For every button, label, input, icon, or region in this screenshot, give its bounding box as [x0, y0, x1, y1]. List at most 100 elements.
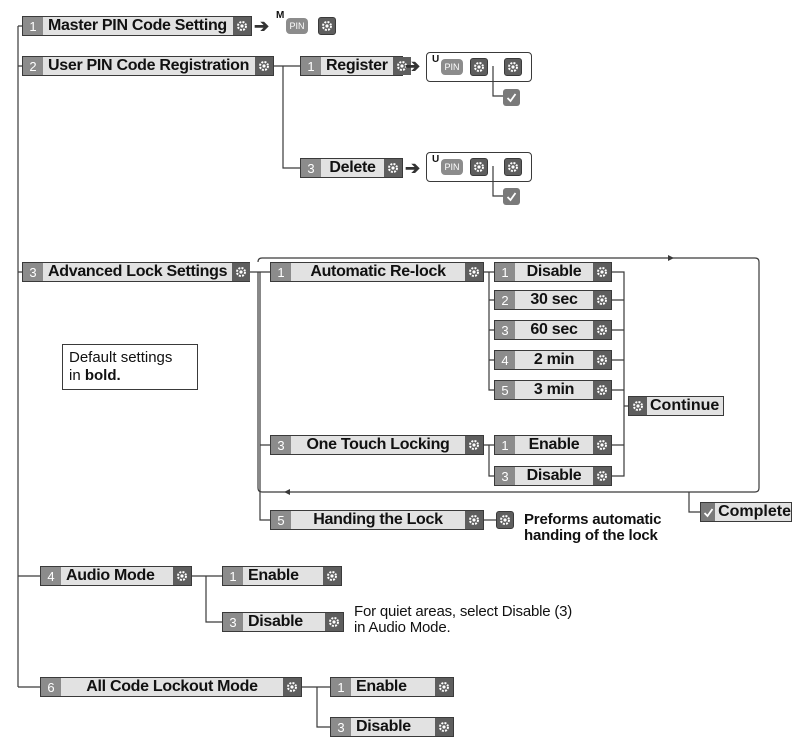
gear-icon: [593, 321, 611, 339]
complete-label: Complete: [718, 503, 791, 520]
gear-icon: [465, 263, 483, 281]
gear-icon: [435, 718, 453, 736]
one-touch-locking-label: One Touch Locking: [306, 436, 450, 453]
option-label: Enable: [528, 436, 580, 453]
gear-icon: [384, 159, 402, 177]
automatic-relock-label: Automatic Re-lock: [310, 263, 446, 280]
arrow-right-icon: ➔: [254, 16, 270, 36]
relock-option-2min[interactable]: 4 2 min: [494, 350, 612, 370]
gear-icon: [465, 511, 483, 529]
gear-icon: [318, 17, 336, 35]
delete-label: Delete: [329, 159, 376, 176]
lockout-enable-button[interactable]: 1 Enable: [330, 677, 454, 697]
check-icon: [701, 503, 716, 521]
option-label: Disable: [526, 467, 582, 484]
step-number: 1: [495, 436, 515, 454]
continue-button[interactable]: Continue: [628, 396, 724, 416]
audio-enable-label: Enable: [248, 567, 299, 584]
handing-note-line1: Preforms automatic: [524, 511, 662, 528]
default-settings-legend: Default settings in bold.: [62, 344, 198, 390]
relock-option-30sec[interactable]: 2 30 sec: [494, 290, 612, 310]
relock-option-3min[interactable]: 5 3 min: [494, 380, 612, 400]
lockout-disable-button[interactable]: 3 Disable: [330, 717, 454, 737]
relock-option-disable[interactable]: 1 Disable: [494, 262, 612, 282]
gear-icon: [255, 57, 273, 75]
advanced-lock-settings-label: Advanced Lock Settings: [48, 263, 228, 280]
option-label: 30 sec: [530, 291, 578, 308]
gear-icon: [629, 397, 647, 415]
user-prefix: U: [432, 154, 440, 165]
audio-note-line2: in Audio Mode.: [354, 619, 451, 636]
continue-label: Continue: [650, 397, 720, 414]
step-number: 1: [331, 678, 351, 696]
audio-disable-label: Disable: [248, 613, 303, 630]
advanced-lock-settings-button[interactable]: 3 Advanced Lock Settings: [22, 262, 251, 282]
audio-disable-button[interactable]: 3 Disable: [222, 612, 344, 632]
gear-icon: [593, 381, 611, 399]
gear-icon: [504, 158, 522, 176]
step-number: 6: [41, 678, 61, 696]
step-number: 4: [495, 351, 515, 369]
pin-key-icon: PIN: [441, 159, 463, 175]
step-number: 5: [271, 511, 291, 529]
complete-button[interactable]: Complete: [700, 502, 792, 522]
audio-mode-button[interactable]: 4 Audio Mode: [40, 566, 192, 586]
gear-icon: [465, 436, 483, 454]
step-number: 3: [271, 436, 291, 454]
handing-the-lock-button[interactable]: 5 Handing the Lock: [270, 510, 484, 530]
legend-line2-prefix: in: [69, 367, 85, 384]
gear-icon: [593, 263, 611, 281]
arrow-right-icon: ➔: [405, 158, 421, 178]
step-number: 3: [495, 321, 515, 339]
handing-note-line2: handing of the lock: [524, 527, 658, 544]
audio-note: For quiet areas, select Disable (3) in A…: [354, 604, 572, 636]
register-button[interactable]: 1 Register: [300, 56, 411, 76]
step-number: 3: [331, 718, 351, 736]
check-icon: [503, 188, 520, 205]
step-number: 3: [23, 263, 43, 281]
user-pin-registration-label: User PIN Code Registration: [48, 57, 250, 74]
option-label: 3 min: [533, 381, 575, 398]
step-number: 2: [495, 291, 515, 309]
automatic-relock-button[interactable]: 1 Automatic Re-lock: [270, 262, 484, 282]
master-prefix: M: [276, 10, 285, 21]
gear-icon: [593, 291, 611, 309]
step-number: 3: [223, 613, 243, 631]
user-pin-registration-button[interactable]: 2 User PIN Code Registration: [22, 56, 274, 76]
delete-button[interactable]: 3 Delete: [300, 158, 403, 178]
audio-mode-label: Audio Mode: [66, 567, 155, 584]
pin-key-icon: PIN: [286, 18, 308, 34]
gear-icon: [470, 58, 488, 76]
onetouch-option-enable[interactable]: 1 Enable: [494, 435, 612, 455]
step-number: 3: [301, 159, 321, 177]
legend-bold-word: bold.: [84, 367, 121, 384]
step-number: 2: [23, 57, 43, 75]
legend-line2: in bold.: [69, 367, 191, 385]
lockout-enable-label: Enable: [356, 678, 407, 695]
handing-the-lock-label: Handing the Lock: [313, 511, 443, 528]
user-prefix: U: [432, 54, 440, 65]
lockout-disable-label: Disable: [356, 718, 411, 735]
audio-enable-button[interactable]: 1 Enable: [222, 566, 342, 586]
gear-icon: [233, 17, 251, 35]
gear-icon: [504, 58, 522, 76]
master-pin-button[interactable]: 1 Master PIN Code Setting: [22, 16, 252, 36]
all-code-lockout-mode-button[interactable]: 6 All Code Lockout Mode: [40, 677, 302, 697]
check-icon: [503, 89, 520, 106]
onetouch-option-disable[interactable]: 3 Disable: [494, 466, 612, 486]
pin-key-icon: PIN: [441, 59, 463, 75]
arrow-right-icon: ➔: [405, 56, 421, 76]
gear-icon: [392, 57, 411, 75]
gear-icon: [283, 678, 301, 696]
step-number: 4: [41, 567, 61, 585]
register-label: Register: [326, 57, 388, 74]
step-number: 1: [23, 17, 43, 35]
step-number: 3: [495, 467, 515, 485]
step-number: 1: [301, 57, 321, 75]
step-number: 5: [495, 381, 515, 399]
gear-icon: [173, 567, 191, 585]
one-touch-locking-button[interactable]: 3 One Touch Locking: [270, 435, 484, 455]
repeat-loop-box: [426, 52, 532, 82]
relock-option-60sec[interactable]: 3 60 sec: [494, 320, 612, 340]
